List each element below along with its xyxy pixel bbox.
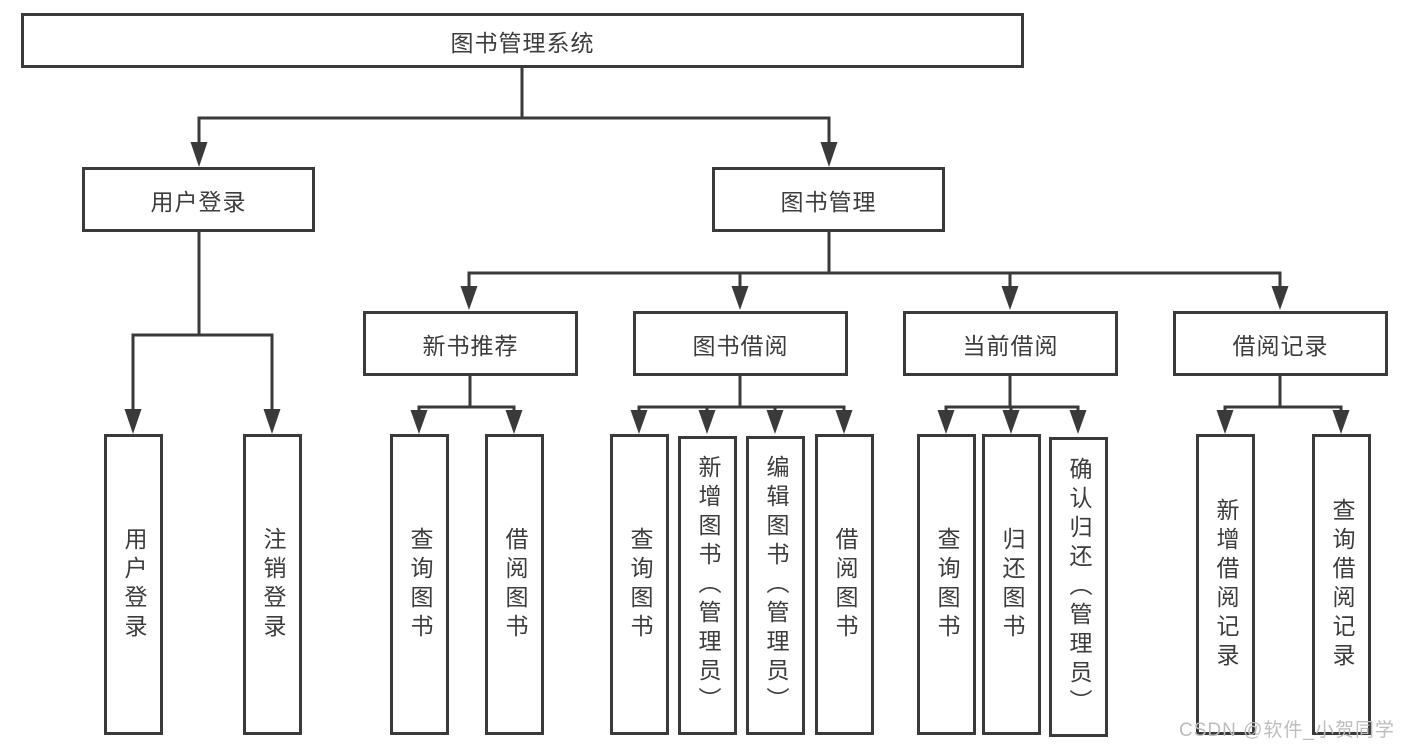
node-label: 注销登录 <box>260 526 286 643</box>
node-label: 编辑图书（管理员） <box>763 455 789 716</box>
node-label: 图书管理系统 <box>450 29 595 56</box>
node-label: 新增借阅记录 <box>1213 497 1239 672</box>
node-label: 新书推荐 <box>422 332 519 359</box>
node-leaf-query-book-under-current: 查询图书 <box>917 434 976 735</box>
node-label: 图书管理 <box>780 188 877 215</box>
connector-new-book-recommend-to-leaves <box>410 376 523 434</box>
node-label: 新增图书（管理员） <box>695 455 721 716</box>
node-book-management: 图书管理 <box>712 167 945 232</box>
connector-book-management-to-level3 <box>460 232 1289 310</box>
node-label: 借阅记录 <box>1232 332 1329 359</box>
node-label: 确认归还（管理员） <box>1066 456 1092 718</box>
connector-borrowing-records-to-leaves <box>1216 376 1350 434</box>
node-leaf-edit-book-admin: 编辑图书（管理员） <box>746 436 805 735</box>
csdn-watermark: CSDN @软件_小贺同学 <box>1179 720 1395 741</box>
node-label: 查询图书 <box>934 526 960 643</box>
node-user-login: 用户登录 <box>82 167 315 232</box>
node-label: 图书借阅 <box>692 332 789 359</box>
node-leaf-borrow-book-under-borrowing: 借阅图书 <box>815 434 874 735</box>
node-leaf-return-book: 归还图书 <box>982 434 1041 735</box>
node-label: 归还图书 <box>999 526 1025 643</box>
connector-user-login-to-leaves <box>124 232 281 434</box>
node-leaf-logout: 注销登录 <box>243 434 302 735</box>
node-leaf-confirm-return-admin: 确认归还（管理员） <box>1049 437 1108 737</box>
node-leaf-borrow-book-under-recommend: 借阅图书 <box>485 434 544 735</box>
node-new-book-recommend: 新书推荐 <box>363 311 578 376</box>
node-label: 用户登录 <box>150 188 247 215</box>
node-leaf-add-book-admin: 新增图书（管理员） <box>678 436 737 735</box>
node-book-borrowing: 图书借阅 <box>633 311 848 376</box>
connector-current-borrowing-to-leaves <box>937 376 1087 434</box>
node-label: 借阅图书 <box>832 526 858 643</box>
node-root-library-system: 图书管理系统 <box>21 13 1024 68</box>
node-leaf-query-book-under-borrowing: 查询图书 <box>610 434 669 735</box>
node-borrowing-records: 借阅记录 <box>1173 311 1388 376</box>
node-label: 查询借阅记录 <box>1329 497 1355 672</box>
node-label: 当前借阅 <box>962 332 1059 359</box>
node-leaf-query-borrow-record: 查询借阅记录 <box>1312 434 1371 735</box>
node-leaf-query-book-under-recommend: 查询图书 <box>390 434 449 735</box>
node-label: 查询图书 <box>407 526 433 643</box>
node-label: 查询图书 <box>627 526 653 643</box>
node-leaf-user-login: 用户登录 <box>104 434 163 735</box>
connector-root-to-level2 <box>190 67 838 167</box>
node-current-borrowing: 当前借阅 <box>903 311 1118 376</box>
connector-book-borrowing-to-leaves <box>630 376 853 434</box>
node-label: 用户登录 <box>121 526 147 643</box>
node-leaf-add-borrow-record: 新增借阅记录 <box>1196 434 1255 735</box>
node-label: 借阅图书 <box>502 526 528 643</box>
